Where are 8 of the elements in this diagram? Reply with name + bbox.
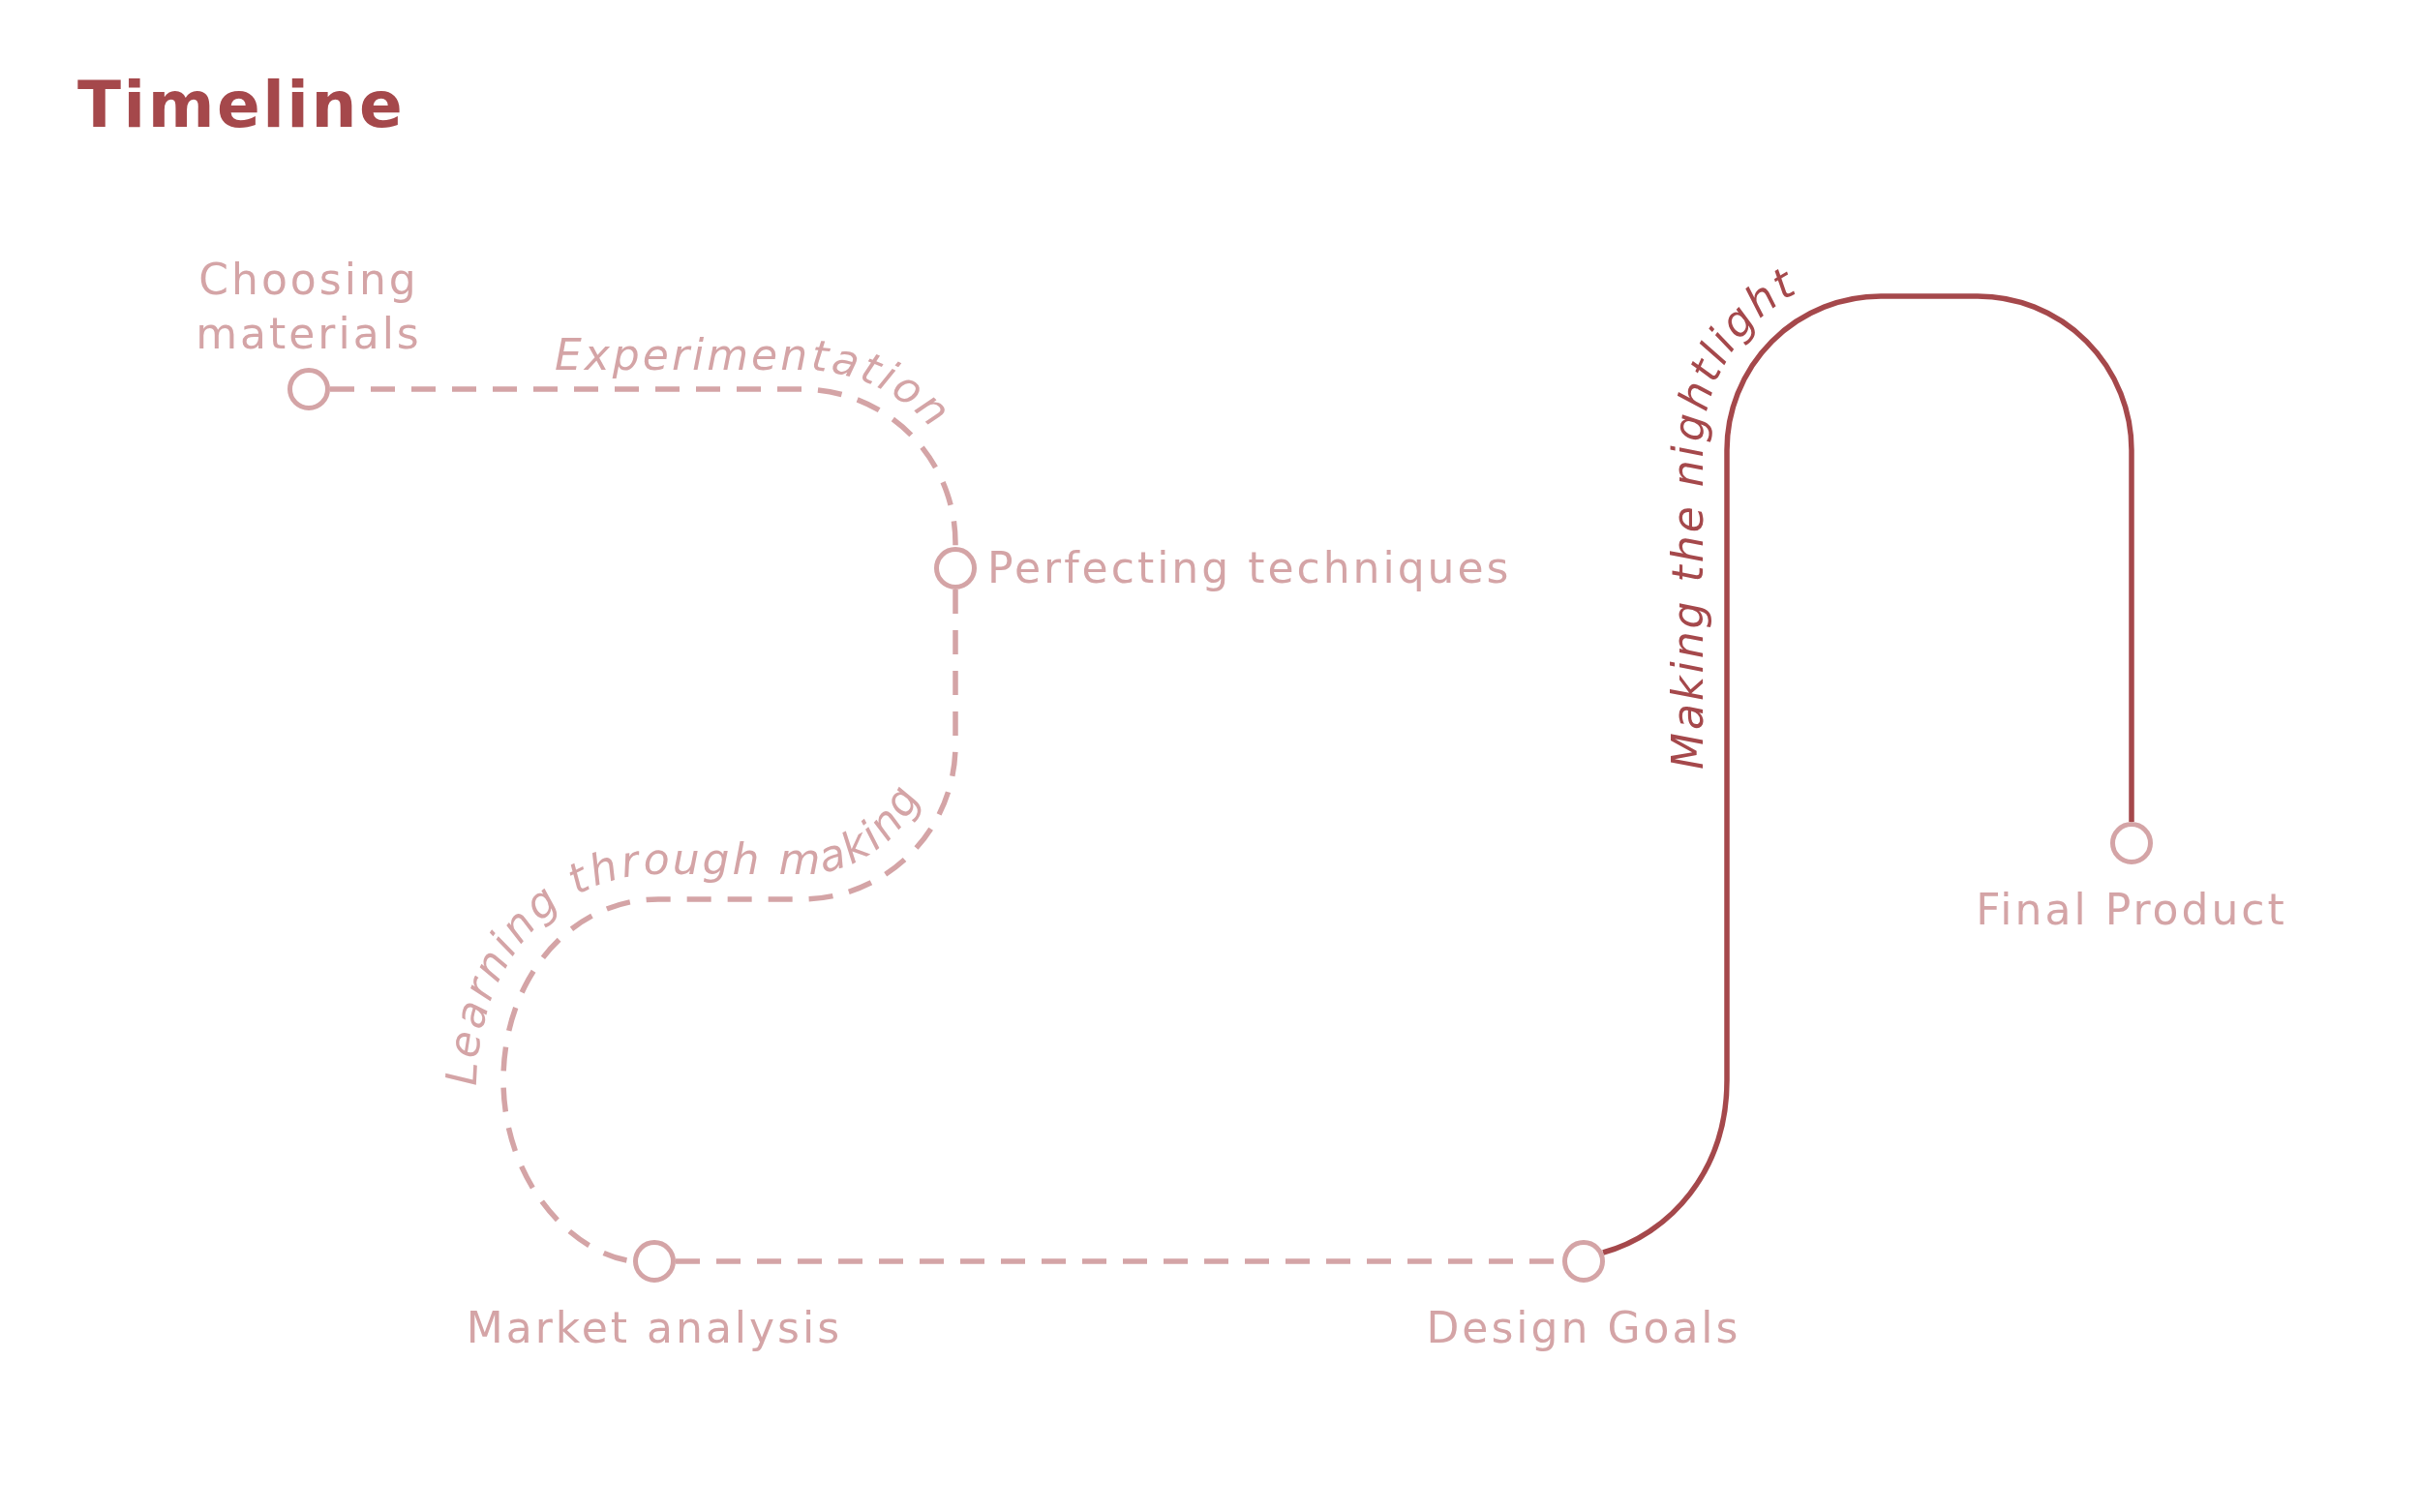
milestone-label: Perfecting techniques [987,542,1512,594]
milestone-label: Design Goals [1426,1302,1741,1354]
timeline-connector [500,590,958,1264]
diagram-title: Timeline [77,74,406,137]
milestone-label: Final Product [1976,884,2287,936]
milestone-label: Market analysis [466,1302,843,1354]
milestone-label: Choosing materials [195,254,423,360]
timeline-connector [330,386,958,548]
